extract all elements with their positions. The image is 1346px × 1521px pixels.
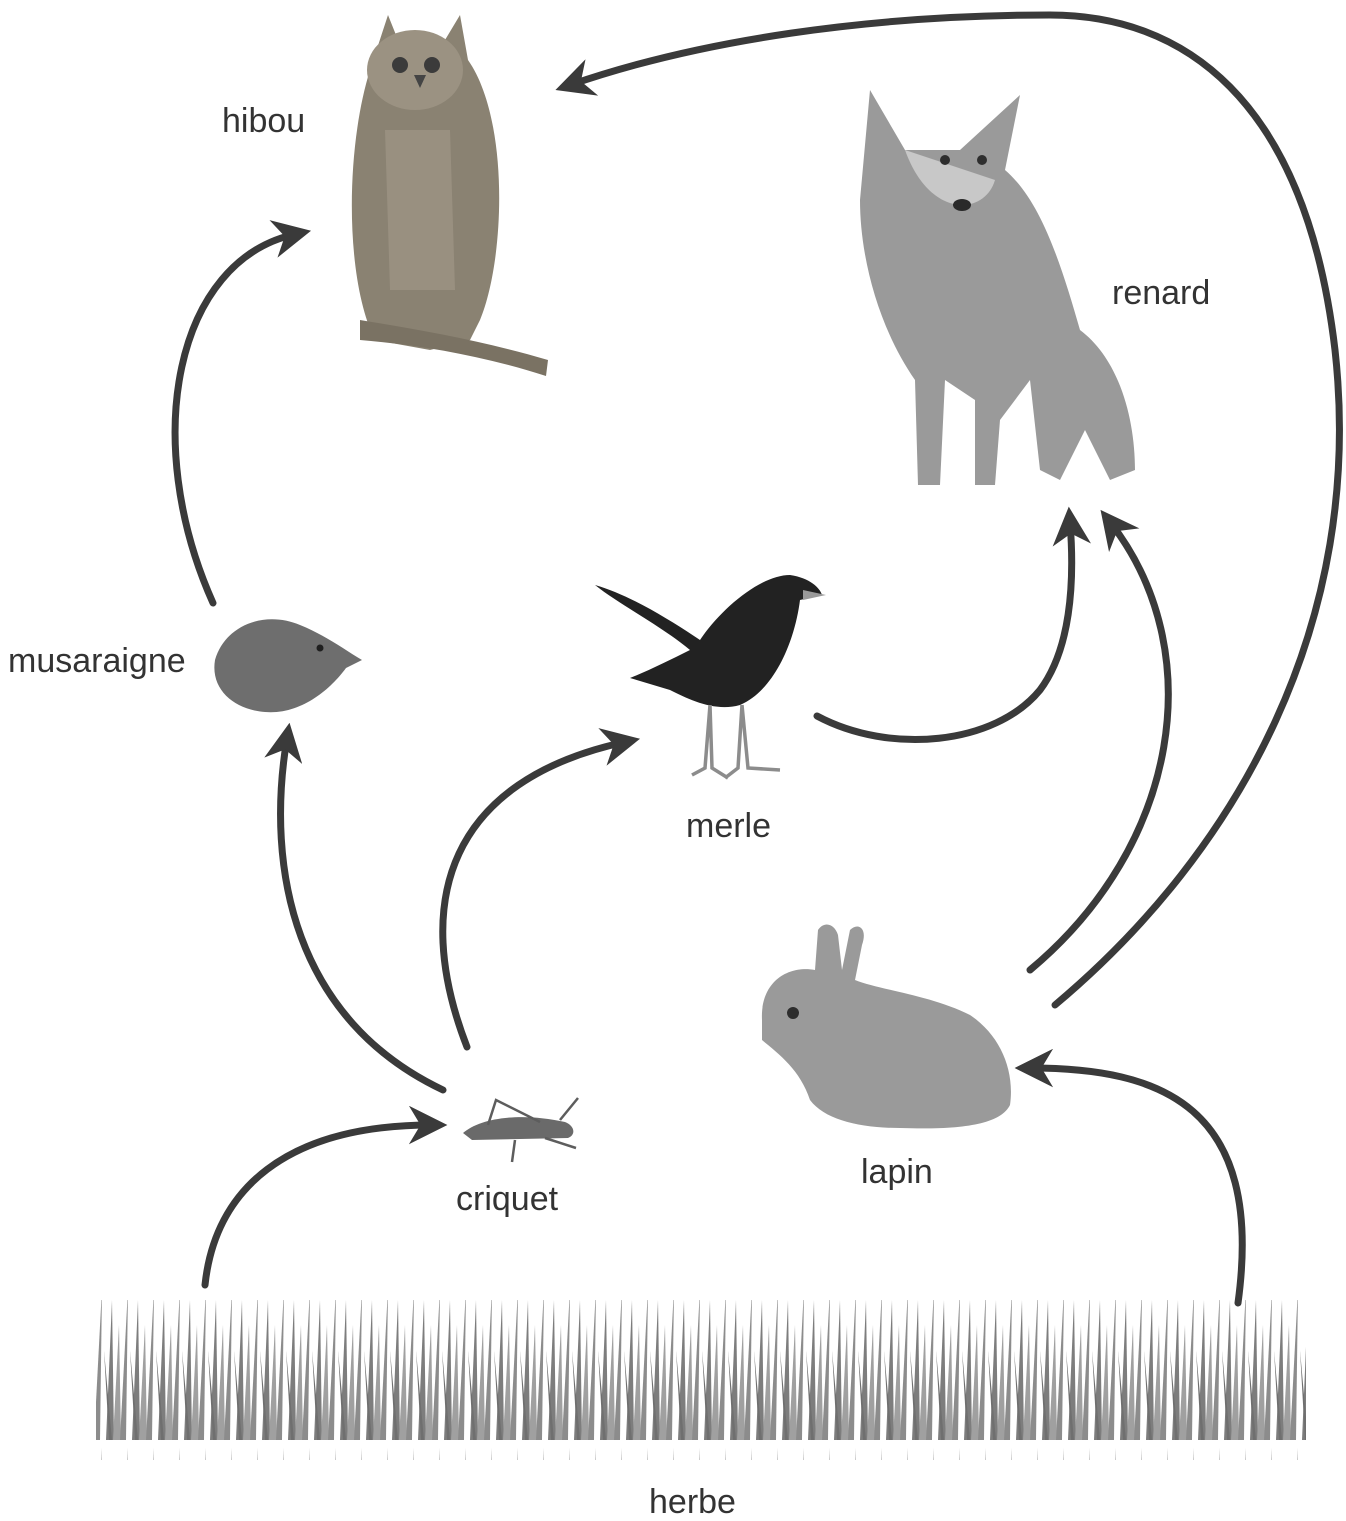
arrow-musaraigne-to-hibou [171,220,312,607]
arrow-lapin-to-renard [1026,509,1172,974]
arrow-herbe-to-criquet [201,1105,448,1289]
label-merle: merle [686,807,772,845]
arrow-herbe-to-lapin [1014,1048,1246,1307]
arrow-merle-to-renard [813,506,1092,744]
label-lapin: lapin [861,1153,933,1191]
label-renard: renard [1112,274,1211,312]
label-hibou: hibou [222,102,306,140]
label-herbe: herbe [649,1483,736,1521]
arrow-lapin-to-hibou [555,11,1343,1009]
grasshopper-illustration [463,1097,579,1163]
arrow-criquet-to-musaraigne [264,722,447,1094]
label-criquet: criquet [456,1180,559,1218]
label-musaraigne: musaraigne [8,642,186,680]
owl-illustration [351,15,548,376]
arrow-criquet-to-merle [439,728,641,1051]
shrew-illustration [214,619,362,713]
fox-illustration [860,90,1135,485]
blackbird-illustration [595,575,826,780]
grass-illustration [96,1300,1306,1460]
rabbit-illustration [761,924,1011,1129]
